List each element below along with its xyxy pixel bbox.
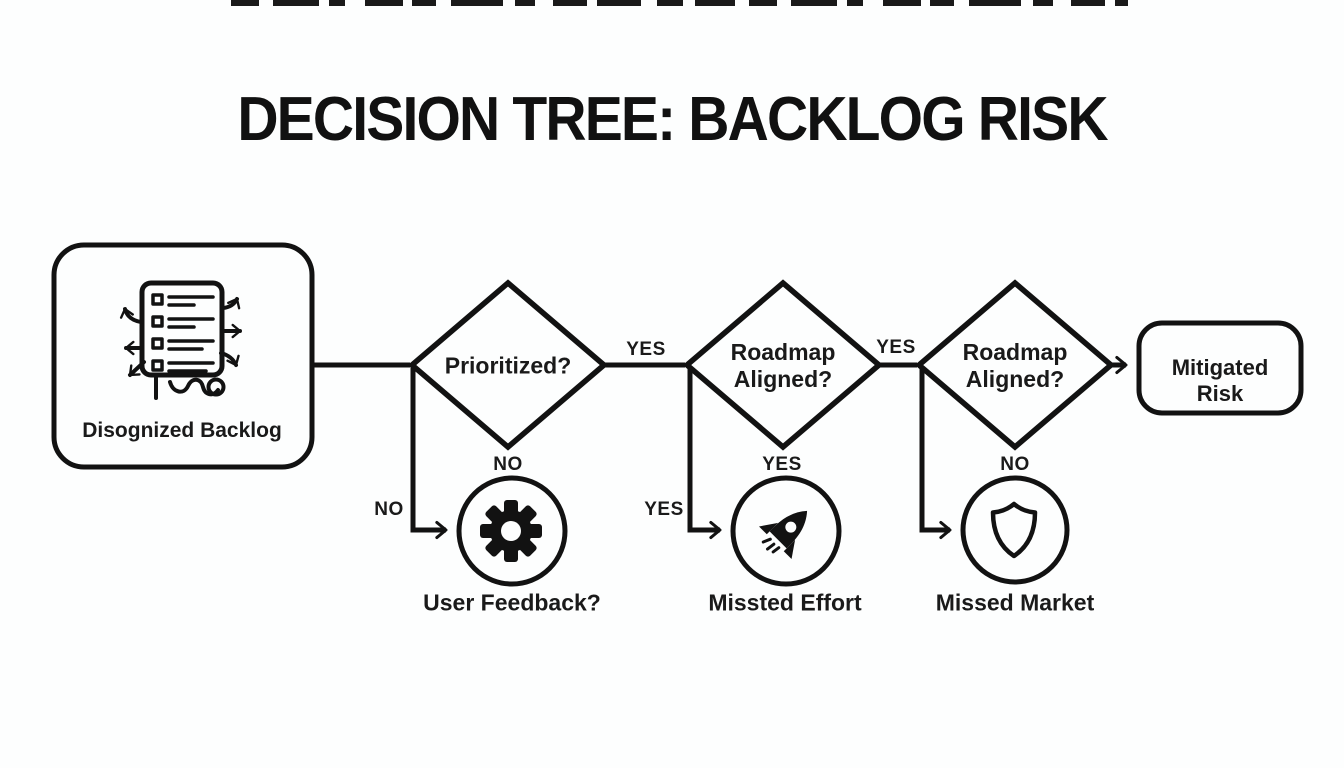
outcome3-circle (960, 475, 1070, 585)
shield-icon (990, 501, 1038, 559)
decision3-label-line1: Roadmap (962, 339, 1068, 365)
outcome1-label: User Feedback? (423, 589, 601, 616)
edge-label-yes-below-d2: YES (762, 454, 802, 475)
scattered-backlog-icon (119, 280, 242, 400)
edge-d3-no-elbow-arrow (919, 367, 952, 540)
gear-icon (480, 500, 542, 562)
decision2-label: Roadmap Aligned? (731, 339, 836, 393)
decision1-label: Prioritized? (444, 352, 572, 379)
decision3-label: Roadmap Aligned? (963, 339, 1068, 393)
edge-label-yes-d2-d3: YES (876, 337, 916, 358)
start-node-label: Disognized Backlog (82, 419, 282, 442)
decision2-label-line1: Roadmap (730, 339, 836, 365)
decision1-diamond (407, 279, 609, 451)
edge-label-no-below-d1: NO (493, 454, 523, 475)
edge-d2-yes-elbow-arrow (687, 367, 722, 540)
rocket-icon (759, 510, 808, 559)
outcome3-label: Missed Market (935, 589, 1095, 616)
outcome2-label: Missted Effort (708, 589, 862, 616)
edge-d1-no-elbow-arrow (410, 367, 448, 540)
end-node-label-line2: Risk (1196, 381, 1244, 406)
start-node-box (51, 242, 315, 470)
page-title: DECISION TREE: BACKLOG RISK (237, 85, 1108, 154)
end-node-box (1136, 320, 1304, 416)
decision3-label-line2: Aligned? (965, 366, 1065, 392)
edge-label-yes-d1-d2: YES (626, 339, 666, 360)
end-node-label-line1: Mitigated (1171, 355, 1269, 380)
edge-label-no-elbow-d1: NO (374, 499, 404, 520)
end-node-label: Mitigated Risk (1172, 355, 1269, 407)
decision2-diamond (682, 279, 884, 451)
edge-label-no-below-d3: NO (1000, 454, 1030, 475)
decision3-diamond (914, 279, 1116, 451)
decision2-label-line2: Aligned? (733, 366, 833, 392)
edge-label-yes-elbow-d2: YES (644, 499, 684, 520)
